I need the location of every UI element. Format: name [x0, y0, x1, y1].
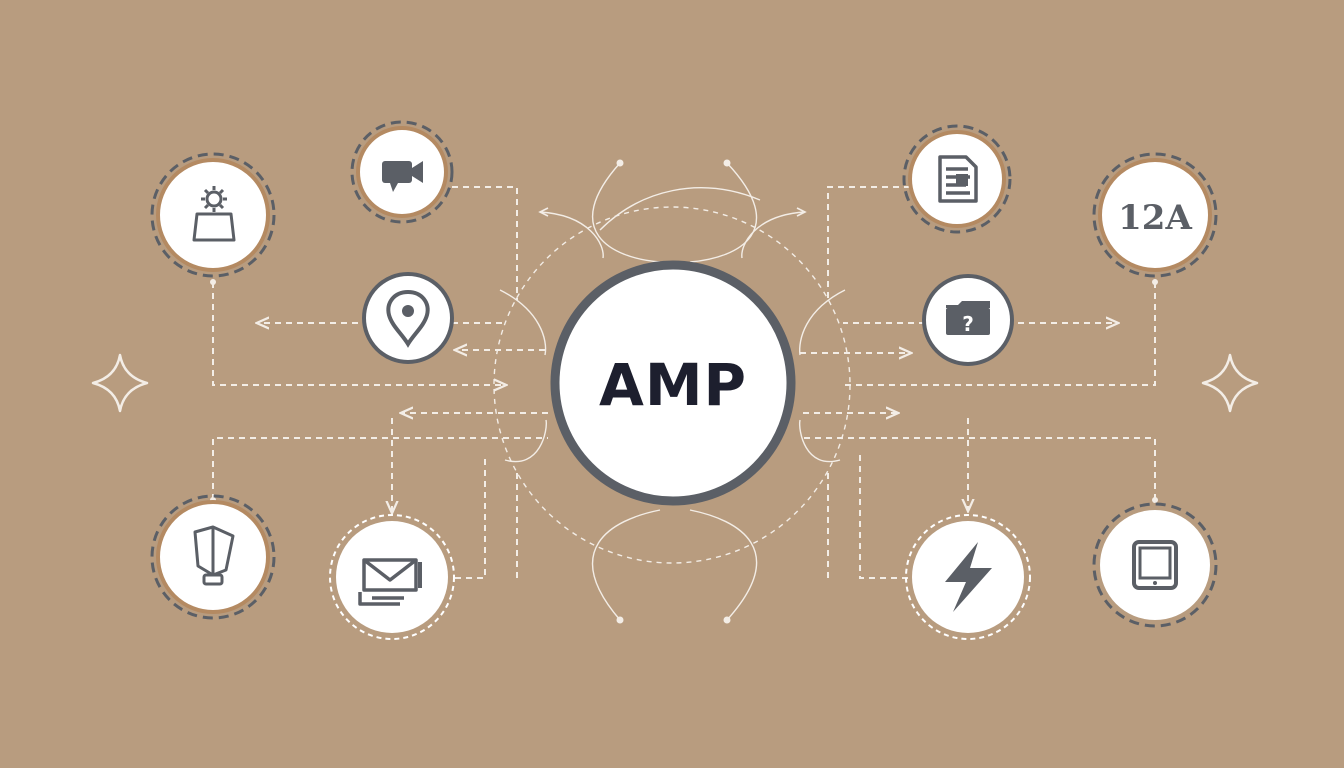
tablet-icon [1132, 540, 1178, 590]
orbit-arc-bottom-left [591, 509, 661, 621]
node-circle [350, 120, 454, 224]
orbit-cross-top [599, 187, 761, 231]
bookmark-icon [193, 525, 235, 586]
sparkle-icon [1201, 353, 1259, 413]
orbit-arc-bottom-right [689, 509, 758, 621]
node-video[interactable] [350, 120, 454, 224]
node-circle [905, 514, 1031, 640]
orbit-arc-side-left [499, 289, 547, 356]
node-email[interactable] [329, 514, 455, 640]
node-tablet[interactable] [1092, 502, 1218, 628]
orbit-dot [616, 616, 624, 624]
node-circle-inner [1098, 158, 1212, 272]
node-circle [329, 514, 455, 640]
connector-dot [210, 279, 216, 285]
orbit-arc-top-left [591, 162, 661, 263]
orbit-rings [493, 162, 851, 621]
node-circle [902, 124, 1012, 234]
node-circle [150, 152, 276, 278]
envelope-icon [358, 558, 422, 606]
node-circle [150, 494, 276, 620]
orbit-arc-top-right [689, 162, 758, 263]
arrowhead [796, 207, 807, 217]
node-document[interactable] [902, 124, 1012, 234]
node-help-folder[interactable]: ? [922, 274, 1014, 366]
orbit-dot [723, 159, 731, 167]
orbit-dot [723, 616, 731, 624]
video-camera-icon [382, 161, 423, 192]
connector-speed-hub [859, 455, 908, 579]
hub-label: AMP [599, 351, 747, 419]
typography-icon: 12A [1118, 198, 1192, 238]
connector-dot [1152, 497, 1158, 503]
hub-node[interactable]: AMP [550, 260, 796, 506]
orbit-dots [210, 159, 1158, 624]
node-circle [362, 272, 454, 364]
connector-dot [1152, 279, 1158, 285]
connector-bookmark-hub [212, 437, 548, 500]
orbit-dot [616, 159, 624, 167]
sparkle-icon [91, 353, 149, 413]
orbit-arrowheads [538, 207, 807, 217]
node-circle [1092, 152, 1218, 278]
node-location[interactable] [362, 272, 454, 364]
node-settings-user[interactable] [150, 152, 276, 278]
connector-settings-hub [212, 282, 505, 385]
node-bookmark[interactable] [150, 494, 276, 620]
orbit-arc-left [539, 211, 604, 259]
orbit-arc-side-right [798, 289, 846, 356]
question-mark: ? [962, 312, 974, 336]
gear-user-icon [192, 186, 236, 242]
node-typography[interactable]: 12A [1092, 152, 1218, 278]
connector-video-hub [452, 186, 518, 300]
orbit-arc-low-left [504, 419, 547, 463]
orbit-dashed [493, 206, 851, 564]
node-circle [1092, 502, 1218, 628]
connector-tablet-hub [800, 437, 1156, 500]
hub-circle [550, 260, 796, 506]
connector-lines [212, 186, 1156, 579]
arrowhead [538, 207, 549, 217]
node-speed[interactable] [905, 514, 1031, 640]
document-icon [938, 155, 978, 203]
connector-document-hub [827, 186, 910, 300]
map-pin-icon [386, 289, 430, 348]
question-folder-icon: ? [946, 301, 990, 336]
lightning-icon [945, 542, 992, 612]
connector-email-hub [455, 455, 486, 579]
node-circle-inner [1100, 510, 1210, 620]
connector-typography-hub [842, 282, 1156, 386]
orbit-arc-right [741, 211, 806, 259]
orbit-arc-low-right [798, 419, 841, 463]
